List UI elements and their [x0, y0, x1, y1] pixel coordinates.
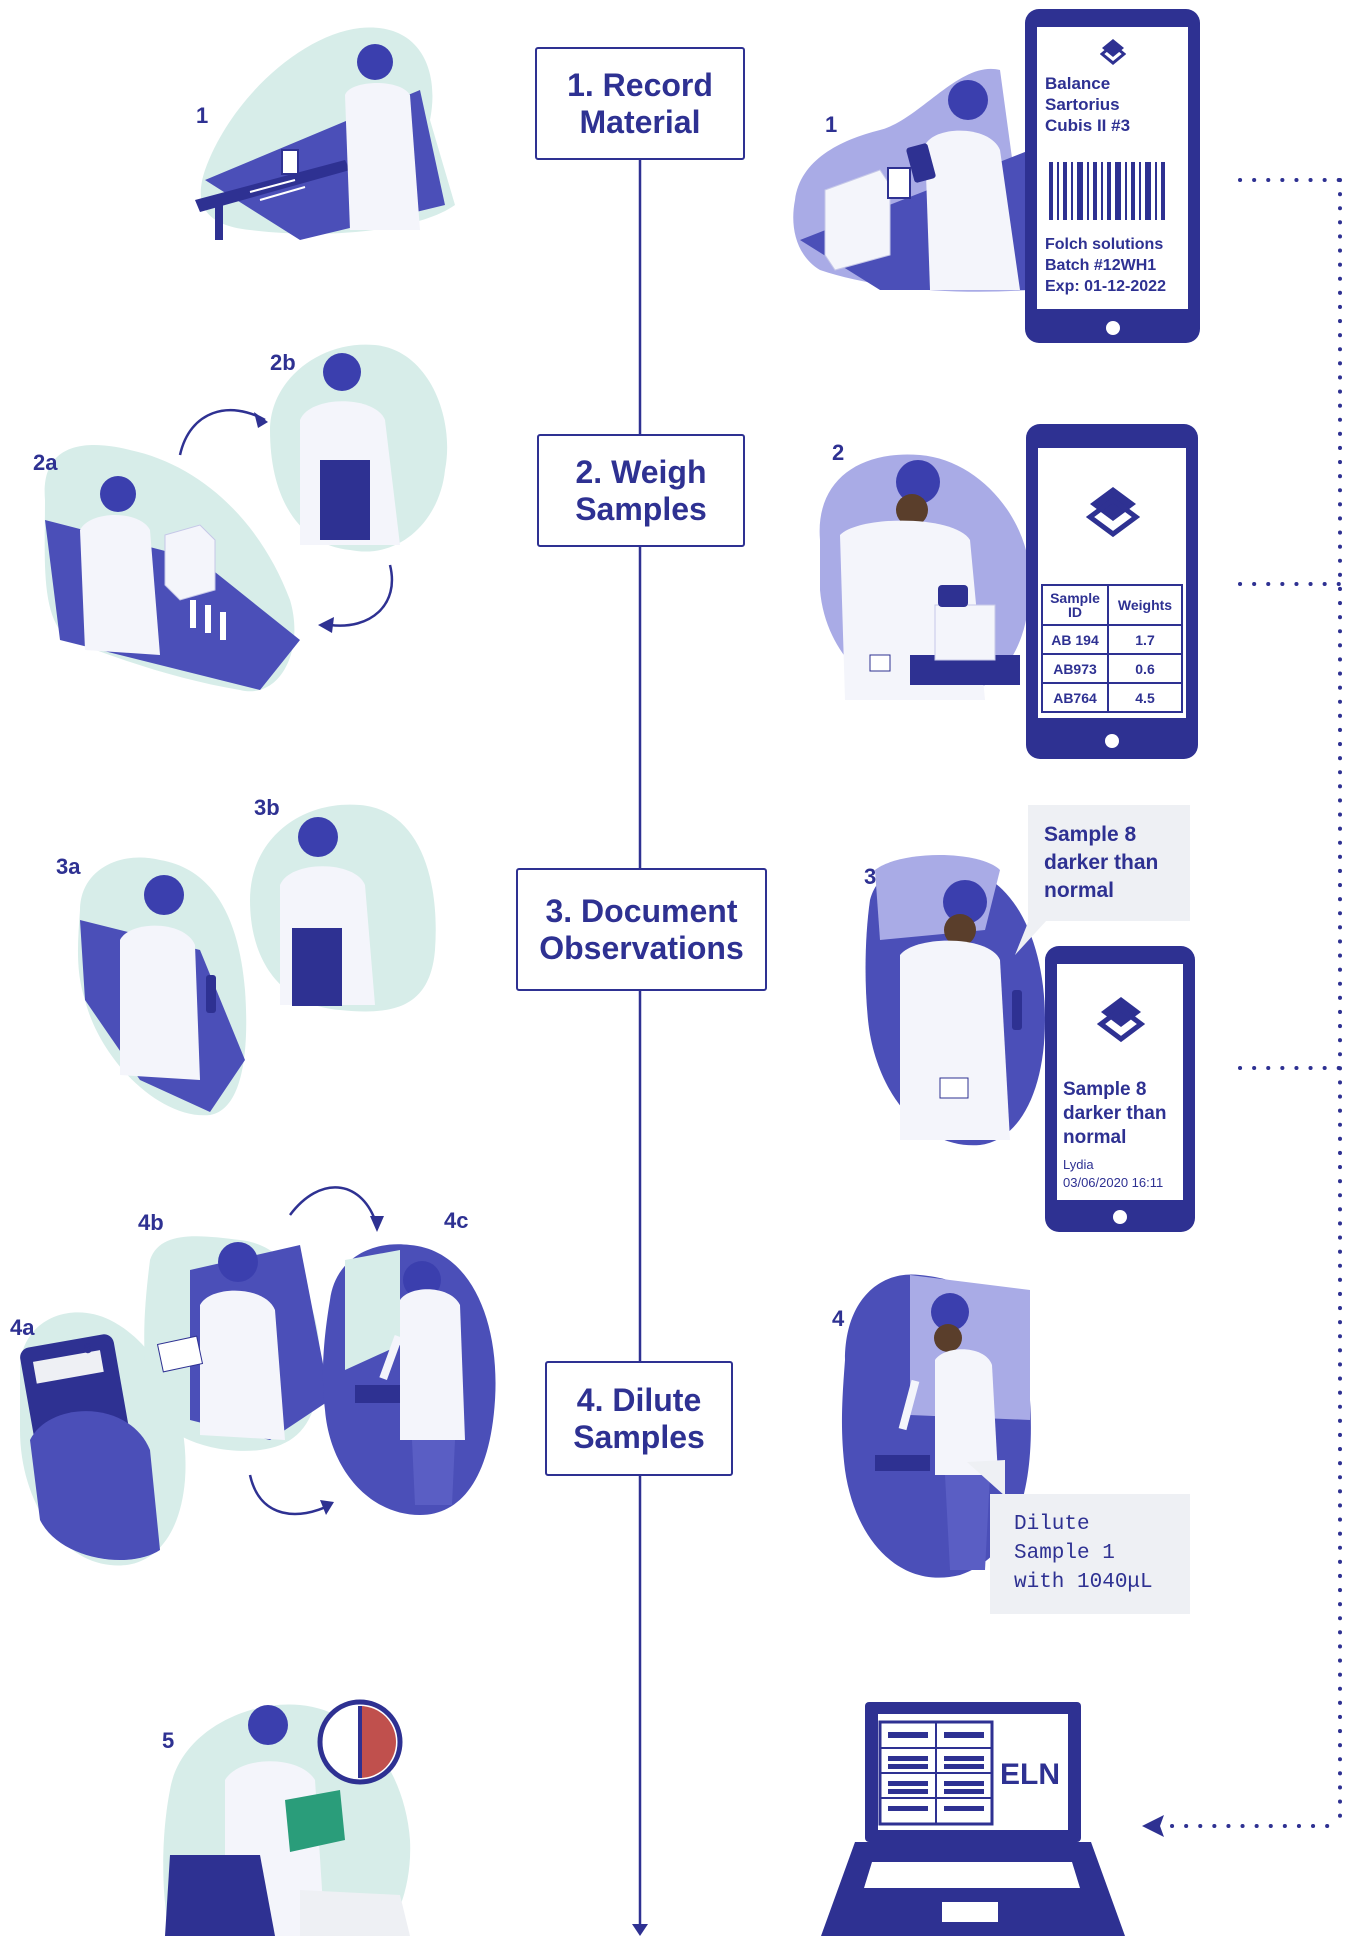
right-scene-2 — [819, 454, 1030, 700]
note-tail — [967, 1460, 1005, 1496]
table-row: AB973 0.6 — [1041, 653, 1183, 684]
right-marker-3: 3 — [864, 864, 877, 889]
left-scene-2a — [44, 445, 300, 692]
speech-bubble-tail — [1015, 920, 1047, 955]
left-marker-4b: 4b — [138, 1210, 164, 1235]
phone-weigh-samples: Sample ID Weights AB 194 1.7 AB973 0.6 A… — [1026, 424, 1198, 759]
laptop-icon — [821, 1702, 1125, 1936]
left-scene-4a — [20, 1312, 186, 1566]
right-marker-2: 2 — [832, 440, 845, 465]
left-marker-2a: 2a — [33, 450, 58, 475]
timeline-arrowhead — [632, 1924, 648, 1936]
arrow-2b-to-2a — [329, 564, 394, 627]
phone-record-material: Balance Sartorius Cubis II #3 Folch solu… — [1025, 9, 1200, 343]
left-scene-5 — [163, 1699, 411, 1936]
phone-screen: Sample 8 darker than normal Lydia 03/06/… — [1057, 964, 1183, 1200]
left-marker-4a: 4a — [10, 1315, 35, 1340]
app-logo-icon — [1097, 997, 1145, 1043]
right-scene-4 — [841, 1274, 1031, 1578]
step-box-record-material: 1. Record Material — [535, 47, 745, 160]
left-scene-4b — [144, 1236, 330, 1451]
step-title: 4. Dilute Samples — [573, 1381, 705, 1455]
table-cell: 4.5 — [1107, 682, 1183, 713]
table-row: AB764 4.5 — [1041, 682, 1183, 713]
arrow-4b-to-4c — [289, 1186, 377, 1221]
observation-timestamp: 03/06/2020 16:11 — [1063, 1175, 1164, 1190]
left-scene-4c — [322, 1244, 496, 1515]
step-box-dilute-samples: 4. Dilute Samples — [545, 1361, 733, 1476]
weights-table: Sample ID Weights AB 194 1.7 AB973 0.6 A… — [1041, 584, 1183, 713]
left-marker-1: 1 — [196, 103, 209, 128]
left-marker-3a: 3a — [56, 854, 81, 879]
left-marker-5: 5 — [162, 1728, 175, 1753]
left-scene-3b — [250, 804, 436, 1012]
app-logo-icon — [1100, 39, 1126, 65]
step-box-document-observations: 3. Document Observations — [516, 868, 767, 991]
table-cell: AB973 — [1041, 653, 1109, 684]
device-info: Balance Sartorius Cubis II #3 — [1045, 74, 1131, 135]
step-title: 3. Document Observations — [539, 892, 744, 966]
arrow-2a-to-2b — [178, 408, 266, 456]
table-cell: 0.6 — [1107, 653, 1183, 684]
home-button — [1105, 734, 1119, 748]
phone-screen: Sample ID Weights AB 194 1.7 AB973 0.6 A… — [1038, 448, 1186, 718]
right-scene-3 — [865, 855, 1045, 1146]
left-scene-1 — [195, 27, 455, 240]
eln-label: ELN — [1000, 1758, 1060, 1791]
barcode-icon — [1049, 162, 1165, 220]
app-logo-icon — [1086, 487, 1140, 538]
observation-text: Sample 8 darker than normal — [1063, 1079, 1167, 1148]
home-button — [1105, 321, 1120, 335]
home-button — [1113, 1210, 1127, 1224]
step-title: 1. Record Material — [567, 66, 713, 140]
table-cell: AB 194 — [1041, 624, 1109, 655]
left-scene-3a — [77, 857, 247, 1116]
reagent-info: Folch solutions Batch #12WH1 Exp: 01-12-… — [1045, 236, 1166, 295]
right-scene-1 — [793, 68, 1030, 292]
table-cell: AB764 — [1041, 682, 1109, 713]
phone-screen: Balance Sartorius Cubis II #3 Folch solu… — [1037, 27, 1188, 309]
step-title: 2. Weigh Samples — [575, 453, 707, 527]
left-scene-2b — [270, 344, 448, 552]
step-box-weigh-samples: 2. Weigh Samples — [537, 434, 745, 547]
right-marker-1: 1 — [825, 112, 838, 137]
left-marker-4c: 4c — [444, 1208, 469, 1233]
right-marker-4: 4 — [832, 1306, 845, 1331]
arrow-4a-to-4c — [248, 1474, 331, 1516]
left-marker-3b: 3b — [254, 795, 280, 820]
dilute-instruction-note: Dilute Sample 1 with 1040μL — [990, 1494, 1190, 1614]
speech-bubble: Sample 8 darker than normal — [1028, 805, 1190, 921]
table-row: AB 194 1.7 — [1041, 624, 1183, 655]
phone-document-observations: Sample 8 darker than normal Lydia 03/06/… — [1045, 946, 1195, 1232]
table-header: Weights — [1107, 584, 1183, 626]
table-header: Sample ID — [1041, 584, 1109, 626]
eln-arrowhead — [1142, 1815, 1164, 1837]
observation-author: Lydia — [1063, 1157, 1094, 1172]
table-cell: 1.7 — [1107, 624, 1183, 655]
left-marker-2b: 2b — [270, 350, 296, 375]
